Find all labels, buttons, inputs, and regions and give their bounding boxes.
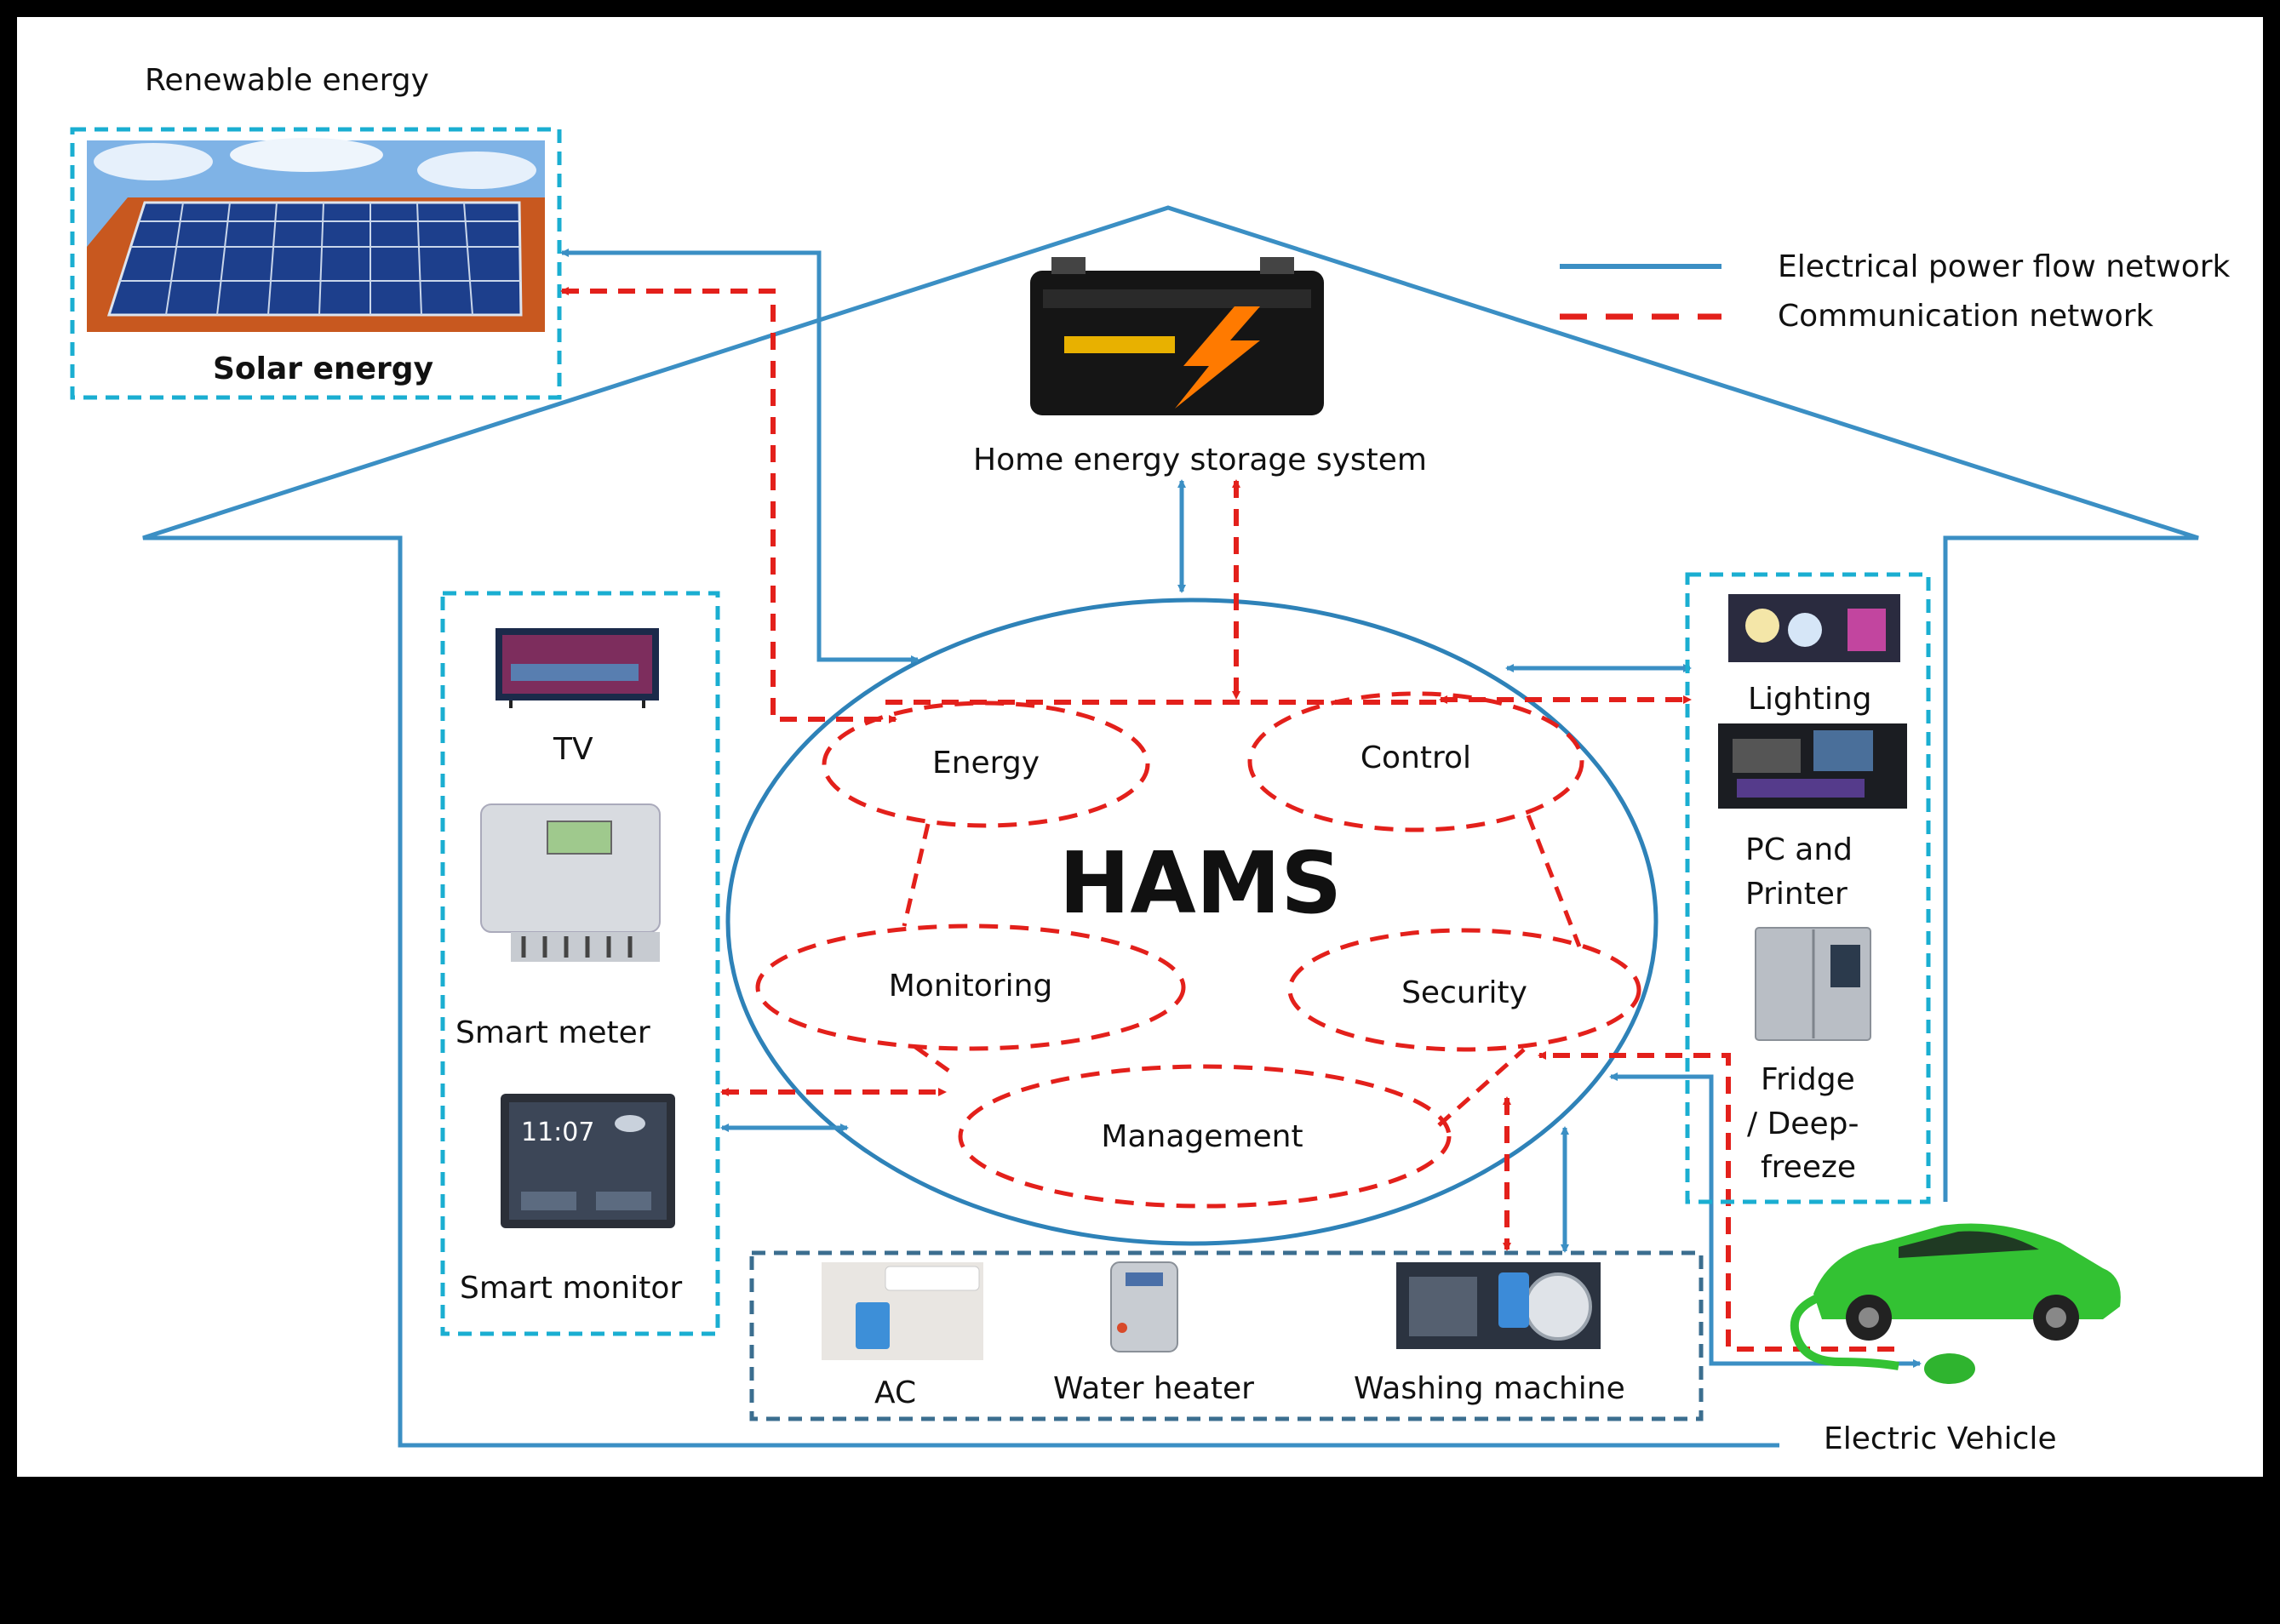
pc-printer-icon	[1718, 723, 1907, 809]
legend-power-label: Electrical power flow network	[1778, 249, 2231, 284]
electric-vehicle-icon	[1790, 1223, 2121, 1384]
energy-label: Energy	[932, 746, 1040, 781]
fridge-icon	[1755, 927, 1871, 1041]
deep-label: / Deep-	[1747, 1106, 1859, 1141]
fridge-label: Fridge	[1761, 1062, 1855, 1097]
smart-meter-label: Smart meter	[455, 1015, 650, 1050]
monitoring-label: Monitoring	[889, 969, 1053, 1004]
renewable-energy-title: Renewable energy	[145, 63, 429, 98]
electric-vehicle-label: Electric Vehicle	[1824, 1421, 2057, 1456]
monitor-time: 11:07	[521, 1118, 594, 1147]
tv-icon	[496, 628, 659, 708]
monitoring-module	[755, 924, 1186, 1051]
pc-label: PC and	[1745, 832, 1853, 867]
control-module	[1247, 691, 1584, 832]
washing-machine-label: Washing machine	[1354, 1371, 1625, 1406]
lighting-icon	[1728, 594, 1900, 662]
tv-label: TV	[553, 732, 593, 767]
right-devices-box: Lighting PC and Printer Fridge / Deep- f…	[1685, 572, 1931, 1204]
washing-machine-icon	[1396, 1262, 1601, 1349]
control-label: Control	[1361, 741, 1471, 775]
left-devices-box: TV Smart meter 11:07 Smart monitor	[440, 591, 720, 1336]
module-links	[902, 815, 1582, 1127]
freeze-label: freeze	[1761, 1150, 1856, 1185]
printer-label: Printer	[1745, 877, 1847, 912]
solar-group: Renewable energy Solar energy	[70, 63, 562, 400]
legend-comm-label: Communication network	[1778, 299, 2154, 334]
smart-meter-icon	[480, 803, 661, 962]
smart-monitor-label: Smart monitor	[460, 1271, 682, 1306]
security-module	[1287, 928, 1641, 1052]
smart-monitor-icon: 11:07	[501, 1094, 675, 1228]
water-heater-icon	[1110, 1261, 1178, 1352]
management-label: Management	[1101, 1119, 1303, 1154]
lighting-label: Lighting	[1748, 682, 1872, 717]
hams-title: HAMS	[1059, 833, 1343, 933]
battery-icon	[1030, 257, 1324, 415]
ac-label: AC	[874, 1375, 916, 1410]
ac-icon	[822, 1262, 983, 1360]
solar-energy-label: Solar energy	[213, 352, 433, 386]
storage-label: Home energy storage system	[973, 443, 1427, 477]
legend: Electrical power flow network Communicat…	[1560, 249, 2231, 334]
management-module	[958, 1064, 1452, 1209]
water-heater-label: Water heater	[1053, 1371, 1254, 1406]
security-label: Security	[1401, 975, 1527, 1010]
solar-panel-icon	[106, 201, 523, 317]
bottom-devices-box: AC Water heater Washing machine	[749, 1250, 1704, 1421]
hams-circle	[725, 598, 1658, 1246]
